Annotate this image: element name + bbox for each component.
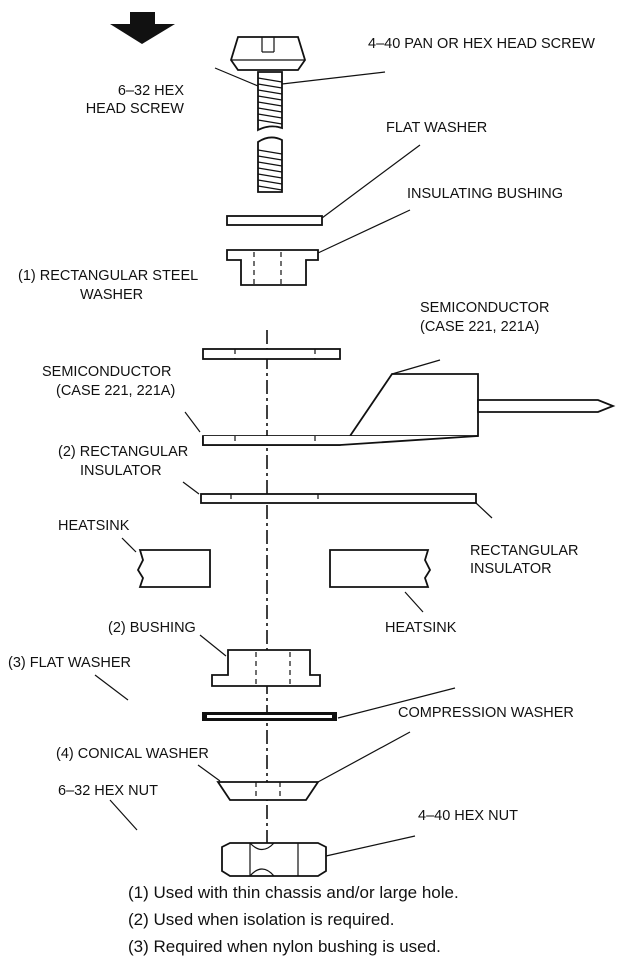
label-insulating-bushing: INSULATING BUSHING — [407, 186, 563, 202]
label-rect-steel-washer-line2: WASHER — [80, 287, 143, 303]
semiconductor-package — [202, 373, 616, 446]
label-flat-washer-lower: (3) FLAT WASHER — [8, 655, 131, 671]
label-bushing: (2) BUSHING — [108, 620, 196, 636]
label-rect-insulator-left-line1: (2) RECTANGULAR — [58, 444, 188, 460]
insulating-bushing — [226, 249, 319, 286]
label-heatsink-right: HEATSINK — [385, 620, 457, 636]
footnote-2: (2) Used when isolation is required. — [128, 910, 395, 929]
label-rect-insulator-right-line1: RECTANGULAR — [470, 543, 579, 559]
screw-shaft-upper — [257, 71, 283, 132]
label-rect-steel-washer-line1: (1) RECTANGULAR STEEL — [18, 268, 198, 284]
label-rect-insulator-right-line2: INSULATOR — [470, 561, 552, 577]
heatsink-left — [136, 549, 211, 588]
label-flat-washer-top: FLAT WASHER — [386, 120, 487, 136]
label-hex-nut-632: 6–32 HEX NUT — [58, 783, 158, 799]
conical-washer — [216, 781, 320, 801]
hex-nut — [221, 842, 327, 877]
rectangular-steel-washer — [202, 348, 341, 360]
footnote-3: (3) Required when nylon bushing is used. — [128, 937, 441, 956]
label-hex-nut-440: 4–40 HEX NUT — [418, 808, 518, 824]
footnote-1: (1) Used with thin chassis and/or large … — [128, 883, 459, 902]
screw-head — [230, 36, 306, 71]
leader-lines — [94, 67, 493, 857]
rectangular-insulator — [200, 493, 477, 504]
flat-washer-lower — [202, 712, 337, 721]
label-semiconductor-right-line1: SEMICONDUCTOR — [420, 300, 549, 316]
label-pan-hex-screw: 4–40 PAN OR HEX HEAD SCREW — [368, 36, 595, 52]
label-heatsink-left: HEATSINK — [58, 518, 130, 534]
screw-shaft-lower — [257, 136, 283, 193]
label-compression-washer: COMPRESSION WASHER — [398, 705, 574, 721]
label-rect-insulator-left-line2: INSULATOR — [80, 463, 162, 479]
label-semiconductor-right-line2: (CASE 221, 221A) — [420, 319, 539, 335]
label-semiconductor-left-line2: (CASE 221, 221A) — [56, 383, 175, 399]
label-semiconductor-left-line1: SEMICONDUCTOR — [42, 364, 171, 380]
label-hex-screw-line1: 6–32 HEX — [118, 83, 184, 99]
bushing — [211, 649, 321, 687]
label-conical-washer: (4) CONICAL WASHER — [56, 746, 209, 762]
label-hex-screw-line2: HEAD SCREW — [86, 101, 185, 117]
down-arrow-icon — [110, 12, 175, 44]
heatsink-right — [329, 549, 432, 588]
flat-washer-top — [226, 215, 323, 226]
